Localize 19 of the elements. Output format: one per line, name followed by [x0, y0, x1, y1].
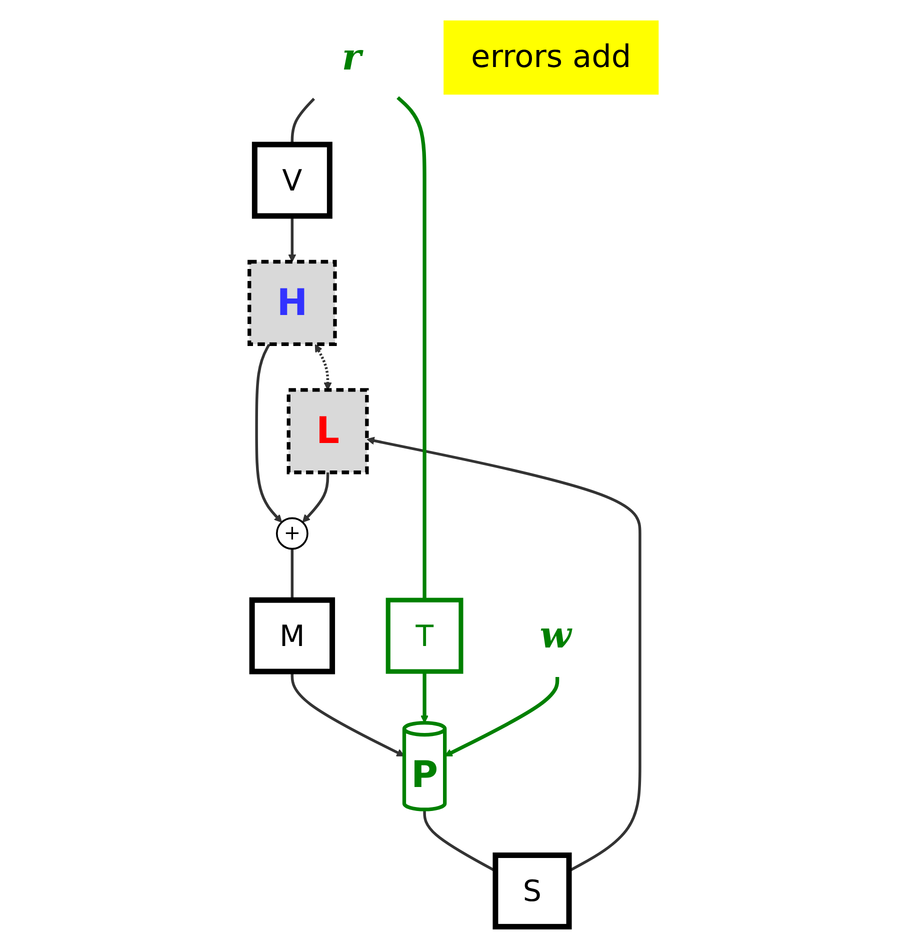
arrow: [302, 472, 329, 523]
block: T: [385, 598, 463, 674]
sum-circle: +: [275, 517, 308, 550]
arrow: [420, 672, 428, 724]
block: M: [248, 597, 335, 674]
arrow: [254, 344, 282, 523]
dashed-block: H: [247, 260, 336, 346]
arrow: [288, 216, 296, 262]
note-box: errors add: [443, 20, 658, 95]
input-label: r: [341, 36, 361, 79]
block: S: [492, 852, 572, 930]
dashed-block: L: [286, 388, 368, 474]
input-label: w: [539, 614, 571, 657]
arrow: [314, 344, 332, 390]
arrow: [366, 436, 641, 872]
arrow: [444, 677, 559, 756]
arrow: [290, 672, 404, 756]
block: V: [251, 142, 332, 219]
cylinder-node: P: [402, 720, 446, 812]
